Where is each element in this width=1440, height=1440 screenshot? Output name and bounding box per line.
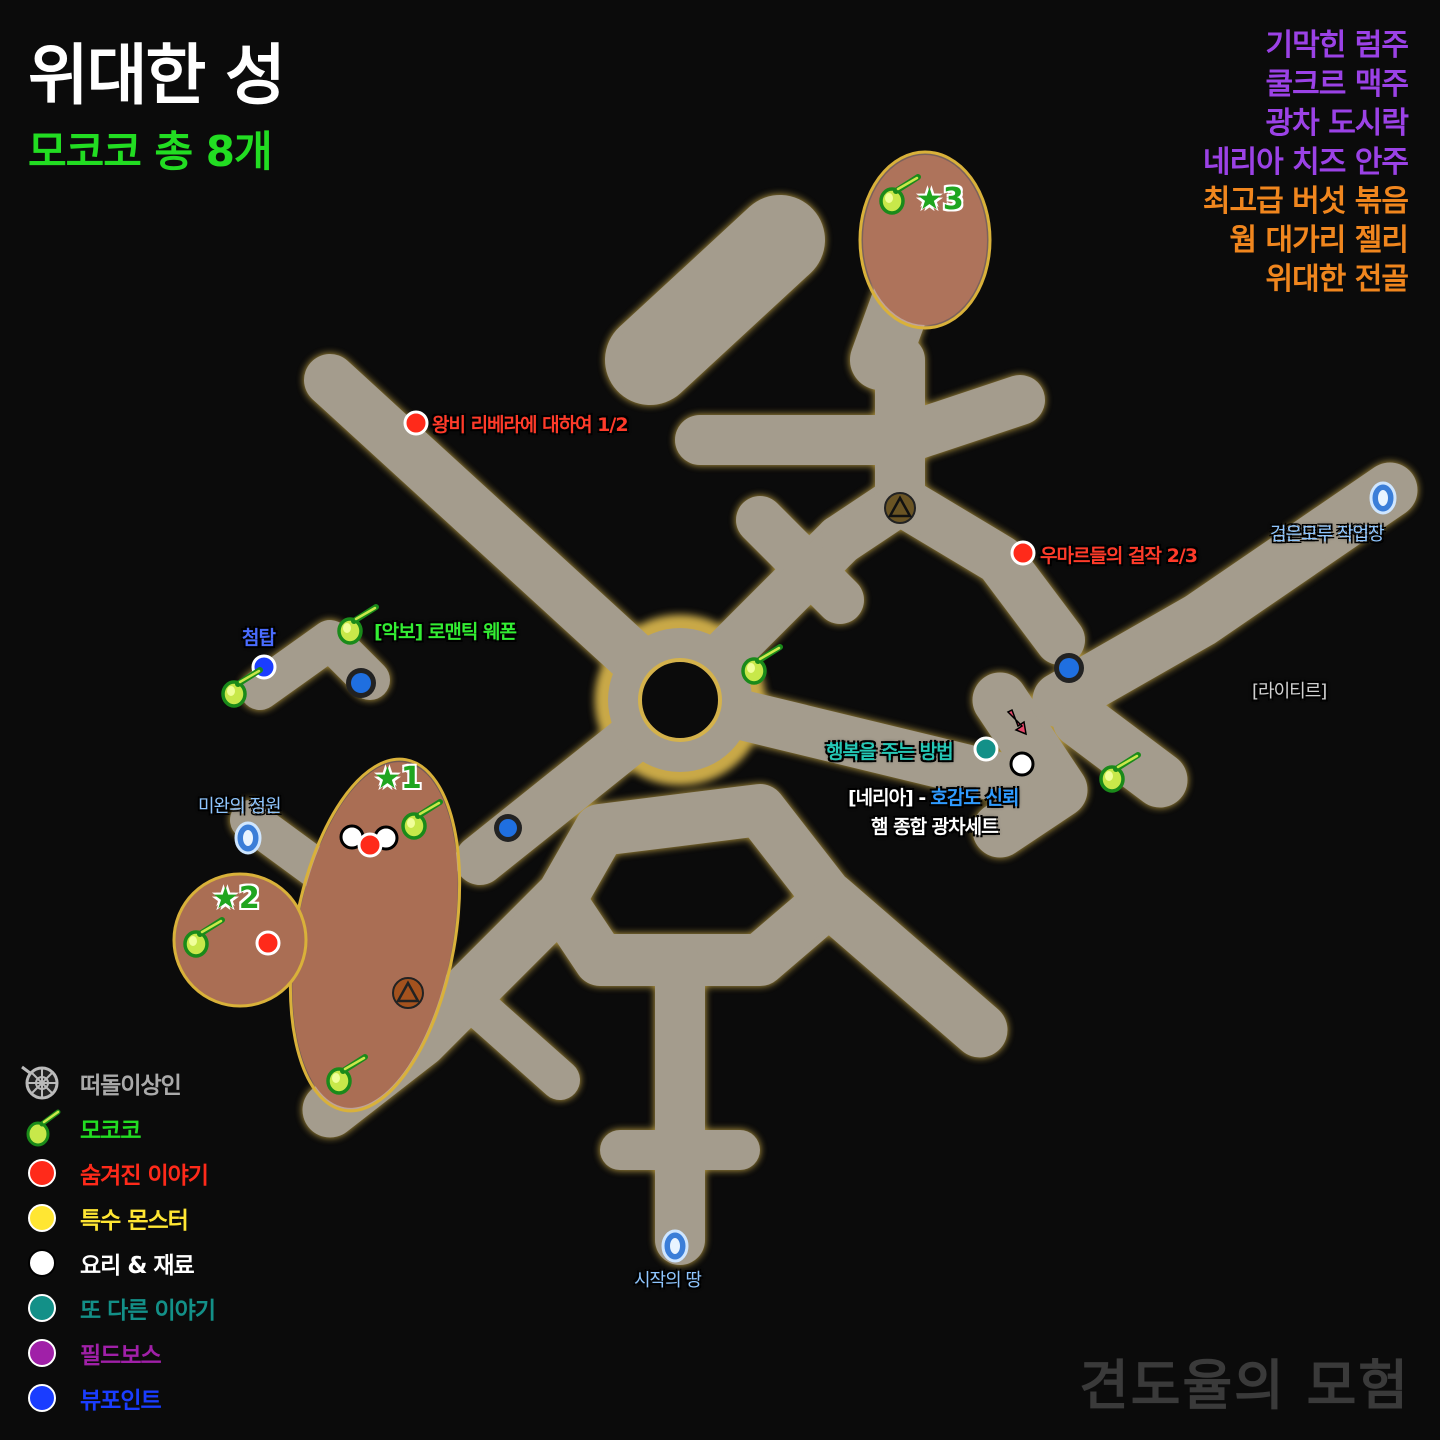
label-neria-prefix: [네리아] -	[848, 787, 926, 809]
teal-dot-icon	[20, 1286, 64, 1330]
portal-icon[interactable]	[661, 1229, 689, 1263]
red-dot-icon	[20, 1151, 64, 1195]
legend-item: 특수 몬스터	[20, 1195, 340, 1240]
purple-dot-icon	[20, 1331, 64, 1375]
label-unfinished-garden: 미완의 정원	[198, 796, 282, 817]
mokoko-icon[interactable]	[879, 174, 921, 215]
mokoko-icon[interactable]	[741, 644, 783, 685]
wandering-merchant-icon	[20, 1061, 64, 1105]
portal-icon[interactable]	[234, 821, 262, 855]
mokoko-count: 모코코 총 8개	[28, 127, 273, 176]
label-queen-story: 왕비 리베라에 대하여 1/2	[432, 414, 629, 436]
legend-label: 숨겨진 이야기	[80, 1162, 209, 1189]
food-item: 웜 대가리 젤리	[1229, 223, 1410, 258]
legend-item: 숨겨진 이야기	[20, 1150, 340, 1195]
hidden-story-marker[interactable]	[403, 410, 429, 436]
hidden-story-marker[interactable]	[255, 930, 281, 956]
star-label-2: ★2	[212, 881, 260, 916]
portal-icon[interactable]	[1369, 481, 1397, 515]
mokoko-icon[interactable]	[221, 667, 263, 708]
food-item: 광차 도시락	[1265, 106, 1409, 141]
mokoko-icon[interactable]	[183, 917, 225, 958]
label-ham-set: 햄 종합 광차세트	[871, 816, 999, 838]
star-label-3: ★3	[916, 182, 964, 217]
mokoko-icon	[20, 1106, 64, 1150]
hidden-story-marker[interactable]	[357, 832, 383, 858]
legend-item: 뷰포인트	[20, 1375, 340, 1420]
mokoko-icon[interactable]	[401, 799, 443, 840]
blue-orb-icon	[1054, 653, 1084, 683]
label-happiness: 행복을 주는 방법	[826, 741, 954, 763]
label-umar-story: 우마르들의 걸작 2/3	[1040, 545, 1198, 567]
label-black-anvil: 검은모루 작업장	[1270, 524, 1385, 545]
mokoko-icon[interactable]	[337, 604, 379, 645]
label-neria-affinity: 호감도 신뢰	[930, 787, 1019, 809]
map-title: 위대한 성	[28, 37, 286, 114]
legend-item: 떠돌이상인	[20, 1060, 340, 1105]
legend-label: 필드보스	[80, 1342, 162, 1369]
triangle-marker-icon	[884, 492, 916, 524]
food-item: 최고급 버섯 볶음	[1202, 184, 1409, 219]
highlight-zone-2	[172, 872, 308, 1008]
blue-orb-icon	[346, 668, 376, 698]
legend-label: 특수 몬스터	[80, 1207, 189, 1234]
legend-label: 또 다른 이야기	[80, 1297, 216, 1324]
star-label-1: ★1	[374, 761, 422, 796]
mokoko-icon[interactable]	[326, 1054, 368, 1095]
highlight-zone-3	[858, 150, 992, 330]
label-neria: [네리아] - 호감도 신뢰	[848, 783, 1019, 810]
other-story-marker[interactable]	[973, 736, 999, 762]
watermark: 견도율의 모험	[1079, 1354, 1410, 1417]
legend-item: 필드보스	[20, 1330, 340, 1375]
legend-label: 모코코	[80, 1117, 141, 1144]
label-laitir: [라이티르]	[1252, 681, 1327, 702]
white-dot-icon	[20, 1241, 64, 1285]
legend-item: 모코코	[20, 1105, 340, 1150]
label-sheet-music: [악보] 로맨틱 웨폰	[374, 621, 517, 643]
legend-item: 또 다른 이야기	[20, 1285, 340, 1330]
legend-label: 요리 & 재료	[80, 1252, 195, 1279]
legend-label: 떠돌이상인	[80, 1072, 182, 1099]
label-start-land: 시작의 땅	[634, 1270, 702, 1291]
yellow-dot-icon	[20, 1196, 64, 1240]
food-item: 위대한 전골	[1265, 262, 1409, 297]
food-item: 쿨크르 맥주	[1265, 67, 1409, 102]
legend-item: 요리 & 재료	[20, 1240, 340, 1285]
triangle-marker-icon	[392, 977, 424, 1009]
cooking-ingredient-marker[interactable]	[1009, 751, 1035, 777]
map-legend: 떠돌이상인 모코코 숨겨진 이야기 특수 몬스터 요리 & 재료 또 다른 이야…	[20, 1060, 340, 1420]
food-item: 기막힌 럼주	[1265, 28, 1409, 63]
food-list: 기막힌 럼주 쿨크르 맥주 광차 도시락 네리아 치즈 안주 최고급 버섯 볶음…	[1202, 26, 1410, 299]
mokoko-icon[interactable]	[1099, 752, 1141, 793]
food-item: 네리아 치즈 안주	[1202, 145, 1409, 180]
label-spire: 첨탑	[242, 627, 276, 649]
blue-orb-icon	[494, 814, 522, 842]
legend-label: 뷰포인트	[80, 1387, 162, 1414]
blue-dot-icon	[20, 1376, 64, 1420]
arrow-marker-icon	[1006, 708, 1027, 736]
highlight-zone-1	[288, 757, 462, 1113]
hidden-story-marker[interactable]	[1010, 540, 1036, 566]
